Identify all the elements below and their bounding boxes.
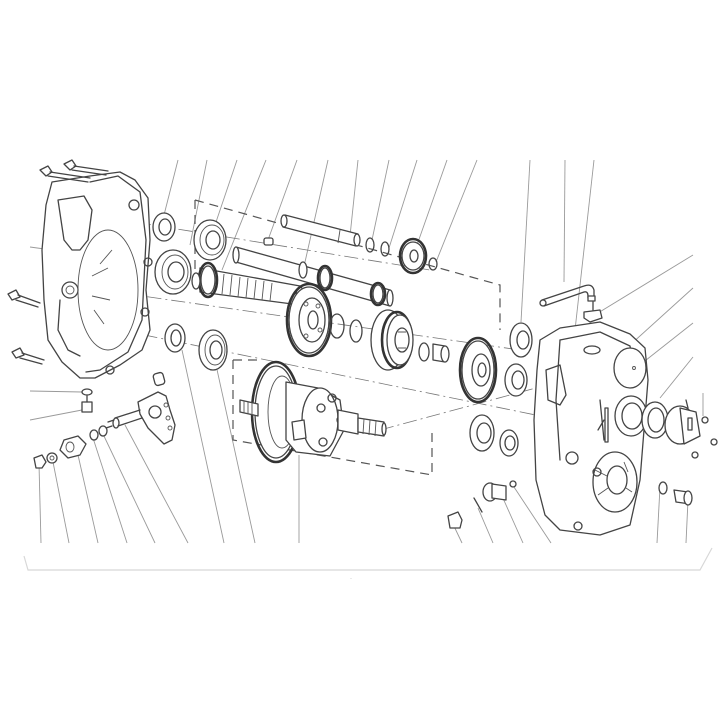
oil-seal-upper: [152, 212, 176, 242]
shift-lever: [105, 391, 176, 445]
breather-tube: [539, 284, 596, 307]
bearing-right-lower: [504, 363, 528, 397]
bottom-leader-lines: [38, 349, 689, 544]
breather-cap: [583, 301, 603, 323]
idler-gear: [398, 237, 428, 275]
footer-mark: -: [350, 576, 352, 582]
plug-spring: [473, 497, 483, 513]
oil-seal-right: [499, 429, 519, 457]
left-case-half: [41, 171, 153, 379]
bearing-right-upper: [509, 322, 533, 358]
bolt: [7, 289, 41, 308]
differential: [239, 360, 387, 464]
baseline-frame: -: [23, 547, 713, 582]
gasket: [614, 395, 648, 437]
plug-bolt: [482, 482, 507, 502]
bearing-output: [469, 414, 495, 452]
bearing-lower: [198, 329, 228, 371]
shift-sleeve: [370, 309, 414, 371]
flange-gasket: [641, 401, 669, 439]
output-flange: [664, 399, 701, 445]
bolt: [63, 159, 109, 176]
bearing-upper: [193, 219, 227, 261]
dowel-pin: [152, 371, 166, 387]
bushing: [418, 342, 450, 363]
bolt: [11, 347, 45, 365]
snap-rings-top: [365, 237, 438, 271]
fill-plug: [447, 511, 463, 529]
oil-seal-lower: [164, 323, 186, 353]
fill-plug-washer: [658, 481, 668, 495]
pin: [263, 237, 274, 246]
bolt: [39, 165, 91, 183]
countershaft: [232, 246, 394, 307]
drain-plug-small: [81, 388, 93, 413]
small-ball: [509, 480, 517, 488]
bearing-left: [154, 249, 192, 295]
snap-rings-middle: [329, 313, 363, 343]
flange-bolts: [691, 416, 718, 459]
output-gear: [458, 336, 498, 404]
right-case-half: [533, 321, 649, 536]
reverse-idler-shaft: [280, 214, 361, 247]
shift-hardware: [33, 425, 108, 469]
case-bolts: [7, 159, 109, 365]
fill-plug-bolt: [673, 489, 693, 506]
large-gear: [285, 282, 333, 358]
top-leader-lines: [163, 159, 595, 331]
